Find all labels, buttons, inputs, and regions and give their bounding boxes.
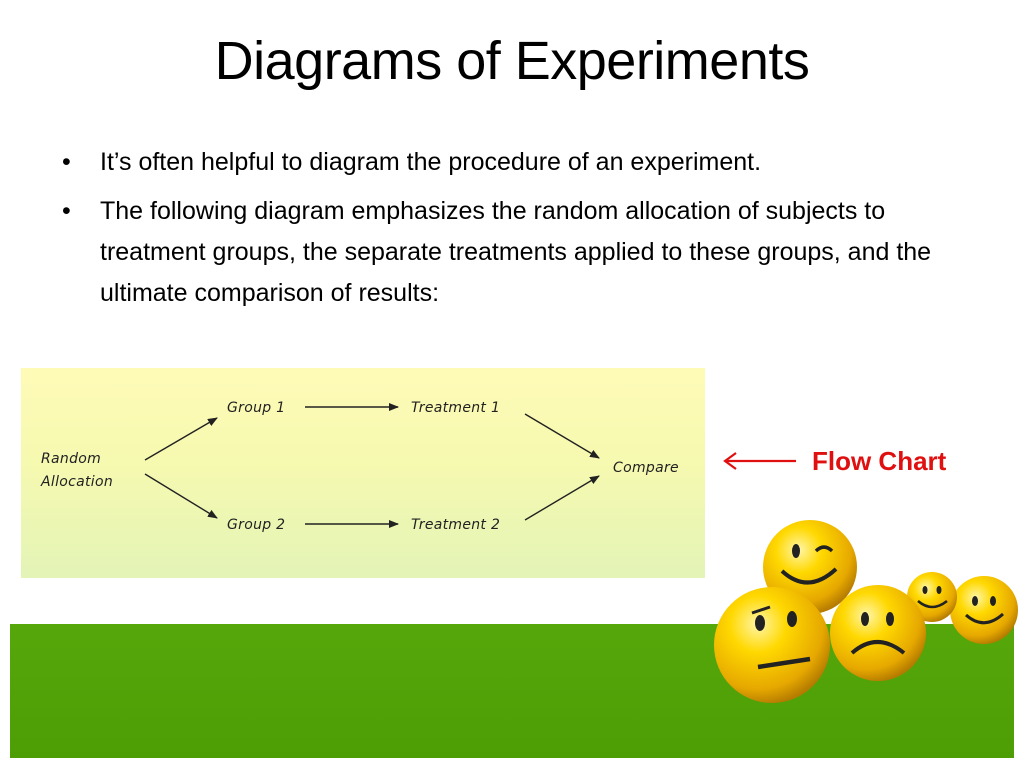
flow-chart: Random Allocation Group 1 Group 2 Treatm…: [40, 400, 679, 533]
smiley-faces-image: [714, 520, 1018, 703]
bullet-text: It’s often helpful to diagram the proced…: [100, 148, 762, 176]
arrow-treatment1-to-compare: [524, 413, 600, 459]
bullet-list: • It’s often helpful to diagram the proc…: [58, 142, 968, 322]
bullet-dot: •: [62, 148, 71, 176]
node-compare: Compare: [613, 460, 679, 476]
node-group-1: Group 1: [227, 400, 285, 416]
arrow-treatment2-to-compare: [524, 475, 600, 521]
left-arrow-icon: [723, 452, 796, 470]
happy-smiley-icon: [950, 576, 1018, 644]
flow-chart-callout-label: Flow Chart: [812, 446, 947, 476]
neutral-smiley-icon: [714, 587, 830, 703]
node-group-2: Group 2: [227, 517, 285, 533]
node-random-line2: Allocation: [40, 474, 113, 490]
frowning-smiley-icon: [830, 585, 926, 681]
node-treatment-2: Treatment 2: [411, 517, 500, 533]
arrow-random-to-group1: [144, 417, 218, 461]
slide-title: Diagrams of Experiments: [214, 31, 810, 91]
flow-chart-panel: Random Allocation Group 1 Group 2 Treatm…: [21, 368, 705, 578]
arrow-random-to-group2: [144, 473, 218, 519]
bullet-item: • It’s often helpful to diagram the proc…: [58, 142, 968, 183]
bullet-text: The following diagram emphasizes the ran…: [100, 197, 932, 307]
node-random-line1: Random: [41, 451, 101, 467]
bullet-item: • The following diagram emphasizes the r…: [58, 191, 968, 314]
bullet-dot: •: [62, 197, 71, 225]
node-treatment-1: Treatment 1: [411, 400, 500, 416]
